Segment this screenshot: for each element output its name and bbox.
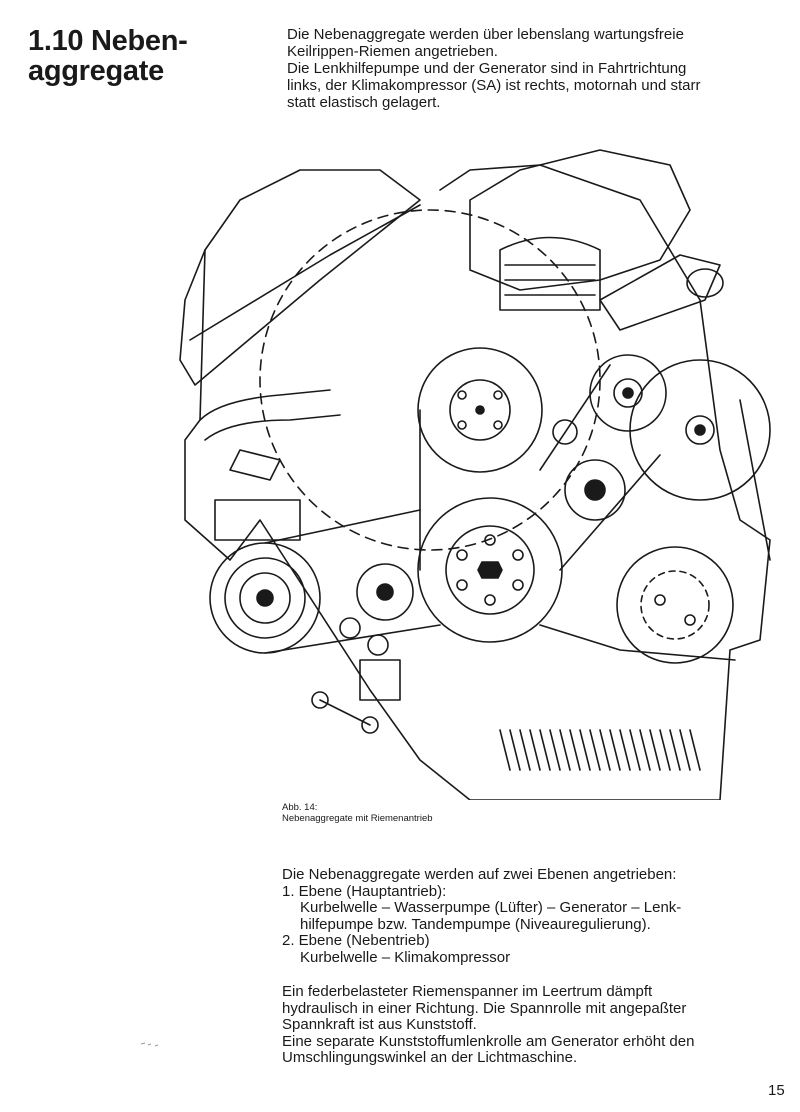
section-title-line-2: aggregate (28, 55, 164, 87)
ac-tensioner-pulley (356, 563, 414, 621)
belt-lower (539, 624, 736, 661)
paragraph-line: Umschlingungswinkel an der Lichtmaschine… (282, 1049, 578, 1066)
water-pump-hub (449, 379, 511, 441)
paragraph-line: Spannkraft ist aus Kunststoff. (282, 1016, 477, 1033)
intro-line: Keilrippen-Riemen angetrieben. (287, 43, 498, 60)
paragraph-line: Eine separate Kunststoffumlenkrolle am G… (282, 1032, 695, 1050)
intake-arm (599, 254, 721, 331)
crankshaft-pulley (417, 497, 563, 643)
water-pump-pulley (417, 347, 543, 473)
generator-pulley (629, 359, 771, 501)
deflection-pulley (552, 419, 578, 445)
section-number: 1.10 (28, 25, 84, 57)
idler-pulley-upper (589, 354, 667, 432)
main-drive-belt (419, 364, 771, 571)
flywheel-dashed-circle (259, 209, 601, 551)
engine-belt-drive-figure (170, 140, 790, 801)
body-lead: Die Nebenaggregate werden auf zwei Ebene… (282, 866, 677, 883)
intro-line: statt elastisch gelagert. (287, 94, 441, 111)
valve-cover-outline (179, 169, 421, 386)
caption-number: Abb. 14: (282, 802, 318, 813)
body-text: Die Nebenaggregate werden auf zwei Ebene… (282, 866, 782, 1067)
level-1-title: 1. Ebene (Hauptantrieb): (282, 882, 447, 900)
section-title-word-1: Neben- (91, 25, 188, 57)
belt-tensioner-pulley (564, 459, 626, 521)
coolant-hose-lower (229, 449, 281, 481)
intro-paragraph: Die Nebenaggregate werden über lebenslan… (287, 26, 777, 111)
intro-line: links, der Klimakompressor (SA) ist rech… (287, 77, 701, 94)
page-number: 15 (768, 1082, 785, 1099)
engine-block-outline (184, 164, 771, 801)
level-2-title: 2. Ebene (Nebentrieb) (282, 932, 430, 949)
ac-drive-belt (264, 509, 441, 654)
oil-pan-fins (499, 729, 701, 771)
level-2-line: Kurbelwelle – Klimakompressor (300, 948, 511, 966)
crankshaft-hub (445, 525, 535, 615)
intro-line: Die Lenkhilfepumpe und der Generator sin… (287, 60, 687, 77)
oil-filter-dome (499, 236, 601, 311)
paragraph-line: Ein federbelasteter Riemenspanner im Lee… (282, 983, 653, 1000)
section-title-line-1: 1.10 Neben- (28, 26, 248, 56)
coolant-hose (199, 389, 341, 441)
intake-manifold (469, 149, 691, 291)
valve-cover-lip (189, 204, 421, 341)
section-title: 1.10 Neben- aggregate (28, 26, 248, 86)
paragraph-gap (282, 966, 782, 984)
engine-belt-drive-drawing (179, 149, 771, 801)
level-1-line: Kurbelwelle – Wasserpumpe (Lüfter) – Gen… (300, 899, 682, 916)
oil-filter-ribs (504, 264, 596, 296)
caption-text: Nebenaggregate mit Riemenantrieb (282, 813, 433, 824)
scan-smudge (140, 1042, 159, 1047)
intake-pipe-end (686, 268, 724, 298)
steering-pump-pulley (616, 546, 734, 664)
paragraph-line: hydraulisch in einer Richtung. Die Spann… (282, 999, 687, 1017)
intro-line: Die Nebenaggregate werden über lebenslan… (287, 26, 684, 43)
ac-mount (214, 499, 301, 541)
level-1-line: hilfepumpe bzw. Tandempumpe (Niveauregul… (300, 915, 651, 933)
tensioner-arm (359, 659, 401, 701)
figure-caption: Abb. 14: Nebenaggregate mit Riemenantrie… (282, 802, 433, 824)
